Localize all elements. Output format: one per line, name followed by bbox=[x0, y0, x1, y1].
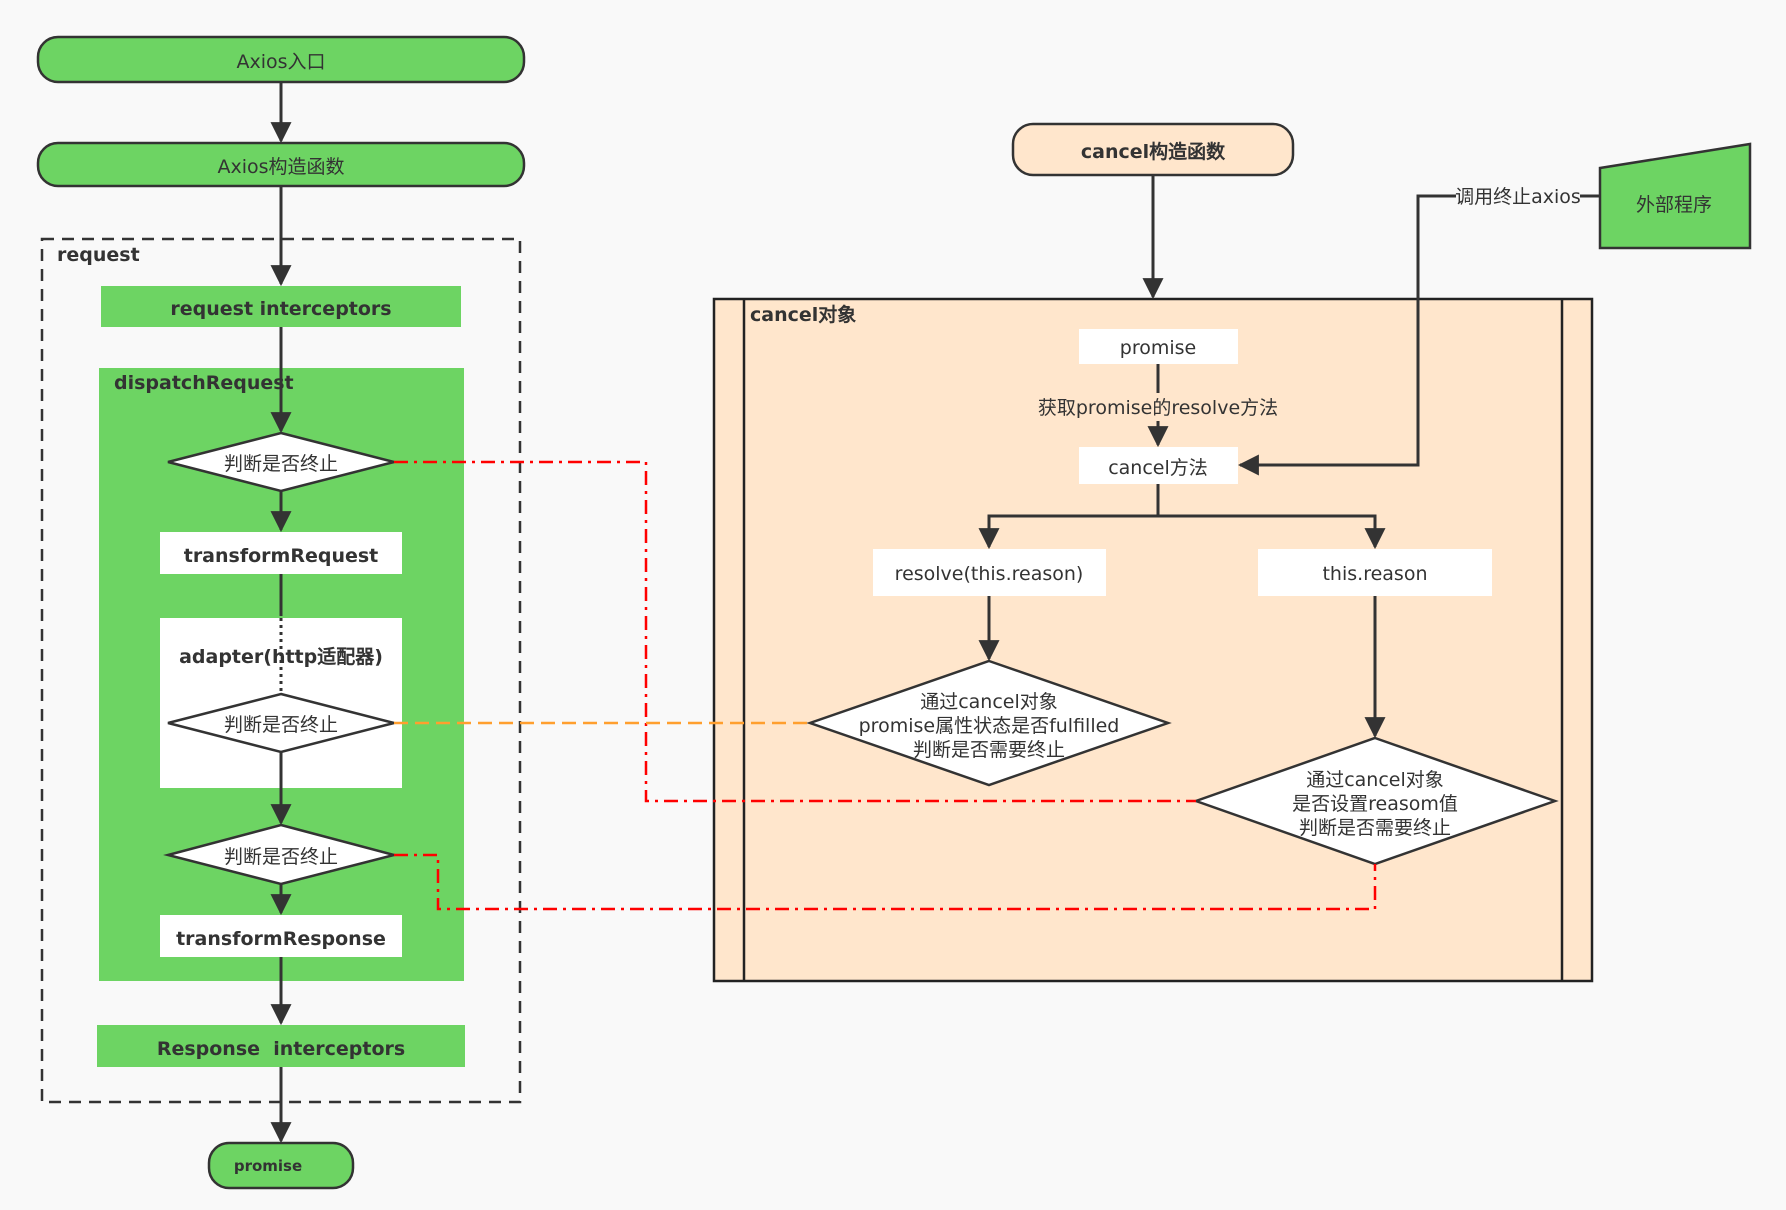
axios-entry-label: Axios入口 bbox=[236, 51, 325, 73]
transform-response-node[interactable] bbox=[160, 915, 402, 957]
cancel-constructor-label: cancel构造函数 bbox=[1081, 140, 1226, 163]
get-resolve-label-bg bbox=[1040, 393, 1276, 421]
resolve-reason-node[interactable] bbox=[873, 549, 1106, 596]
external-call-label: 调用终止axios bbox=[1455, 186, 1581, 208]
cancel-promise-label: promise bbox=[1120, 337, 1196, 359]
dispatch-group-label: dispatchRequest bbox=[114, 372, 294, 394]
decision-promise-line-3: 判断是否需要终止 bbox=[913, 739, 1065, 761]
promise-end-label: promise bbox=[234, 1157, 302, 1175]
cancel-method-label: cancel方法 bbox=[1108, 457, 1208, 479]
decision-promise-fulfilled-diamond[interactable] bbox=[806, 659, 1172, 787]
adapter-group-label: adapter(http适配器) bbox=[179, 646, 383, 668]
cancel-method-node[interactable] bbox=[1079, 447, 1238, 484]
abort-signal-links-red bbox=[394, 460, 1377, 911]
decision-reason-line-1: 通过cancel对象 bbox=[1306, 769, 1444, 791]
request-group-label: request bbox=[57, 244, 140, 266]
decision-reason-line-3: 判断是否需要终止 bbox=[1299, 817, 1451, 839]
this-reason-node[interactable] bbox=[1258, 549, 1492, 596]
external-program-node[interactable] bbox=[1598, 142, 1752, 250]
transform-request-node[interactable] bbox=[160, 532, 402, 574]
response-interceptors-node[interactable] bbox=[97, 1025, 465, 1067]
request-interceptors-label: request interceptors bbox=[170, 298, 391, 320]
request-interceptors-node[interactable] bbox=[101, 286, 461, 327]
check-abort-2-label: 判断是否终止 bbox=[224, 714, 338, 736]
check-abort-3-label: 判断是否终止 bbox=[224, 846, 338, 868]
transform-request-label: transformRequest bbox=[184, 545, 379, 567]
check-abort-1-label: 判断是否终止 bbox=[224, 453, 338, 475]
external-program-label: 外部程序 bbox=[1636, 194, 1712, 216]
external-call-label-bg bbox=[1456, 182, 1580, 210]
cancel-object-label: cancel对象 bbox=[750, 303, 856, 326]
resolve-reason-label: resolve(this.reason) bbox=[895, 563, 1084, 585]
decision-reason-line-2: 是否设置reasom值 bbox=[1292, 793, 1458, 815]
decision-promise-line-1: 通过cancel对象 bbox=[920, 691, 1058, 713]
cancel-promise-node[interactable] bbox=[1079, 329, 1238, 364]
decision-promise-line-2: promise属性状态是否fulfilled bbox=[859, 715, 1120, 737]
get-resolve-label: 获取promise的resolve方法 bbox=[1038, 397, 1278, 419]
transform-response-label: transformResponse bbox=[176, 928, 386, 950]
axios-constructor-label: Axios构造函数 bbox=[217, 156, 344, 178]
response-interceptors-label: Response interceptors bbox=[157, 1038, 405, 1060]
this-reason-label: this.reason bbox=[1322, 563, 1427, 585]
